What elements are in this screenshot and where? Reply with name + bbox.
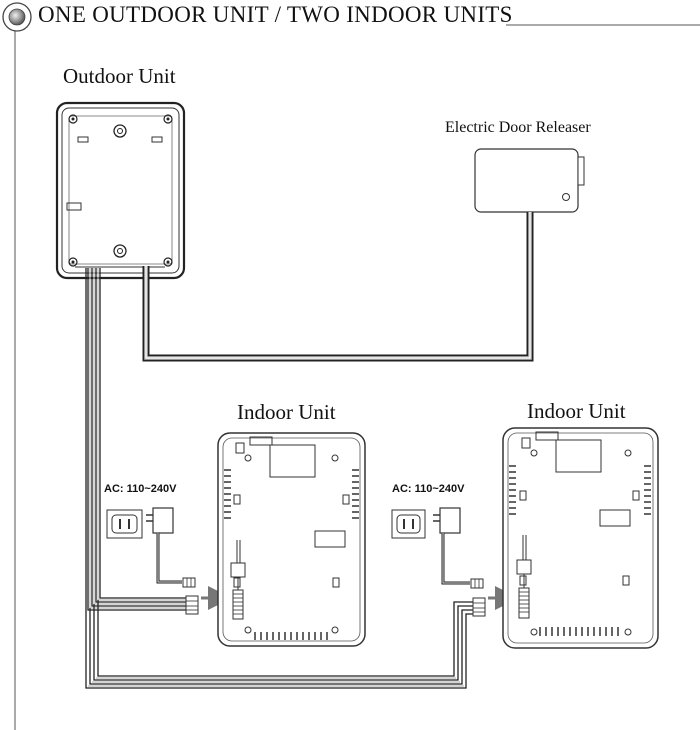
power-adapter-icon	[146, 507, 182, 584]
connector-plug-icon	[470, 578, 484, 589]
indoor-unit-2-device	[502, 427, 659, 649]
connector-plug-icon	[182, 577, 196, 588]
connector-plug-icon	[185, 595, 199, 615]
ac-voltage-label-1: AC: 110~240V	[104, 483, 177, 495]
door-releaser-device	[474, 148, 585, 213]
power-adapter-icon	[433, 507, 470, 585]
cable-outdoor-to-indoor-2	[85, 268, 474, 689]
page-title: ONE OUTDOOR UNIT / TWO INDOOR UNITS	[38, 2, 513, 27]
wall-socket-icon	[391, 509, 426, 539]
indoor-unit-1-label: Indoor Unit	[237, 400, 336, 424]
bullet-circle-icon	[2, 2, 32, 32]
page-frame	[14, 24, 700, 730]
door-releaser-label: Electric Door Releaser	[445, 119, 591, 136]
ac-voltage-label-2: AC: 110~240V	[392, 483, 465, 495]
connector-plug-icon	[472, 597, 486, 617]
cable-outdoor-to-door	[142, 212, 534, 362]
outdoor-unit-label: Outdoor Unit	[63, 64, 176, 88]
cable-outdoor-to-indoor-1	[87, 268, 192, 611]
outdoor-unit-device	[55, 101, 186, 280]
wall-socket-icon	[106, 509, 143, 539]
indoor-unit-1-device	[217, 432, 366, 647]
indoor-unit-2-label: Indoor Unit	[527, 399, 626, 423]
